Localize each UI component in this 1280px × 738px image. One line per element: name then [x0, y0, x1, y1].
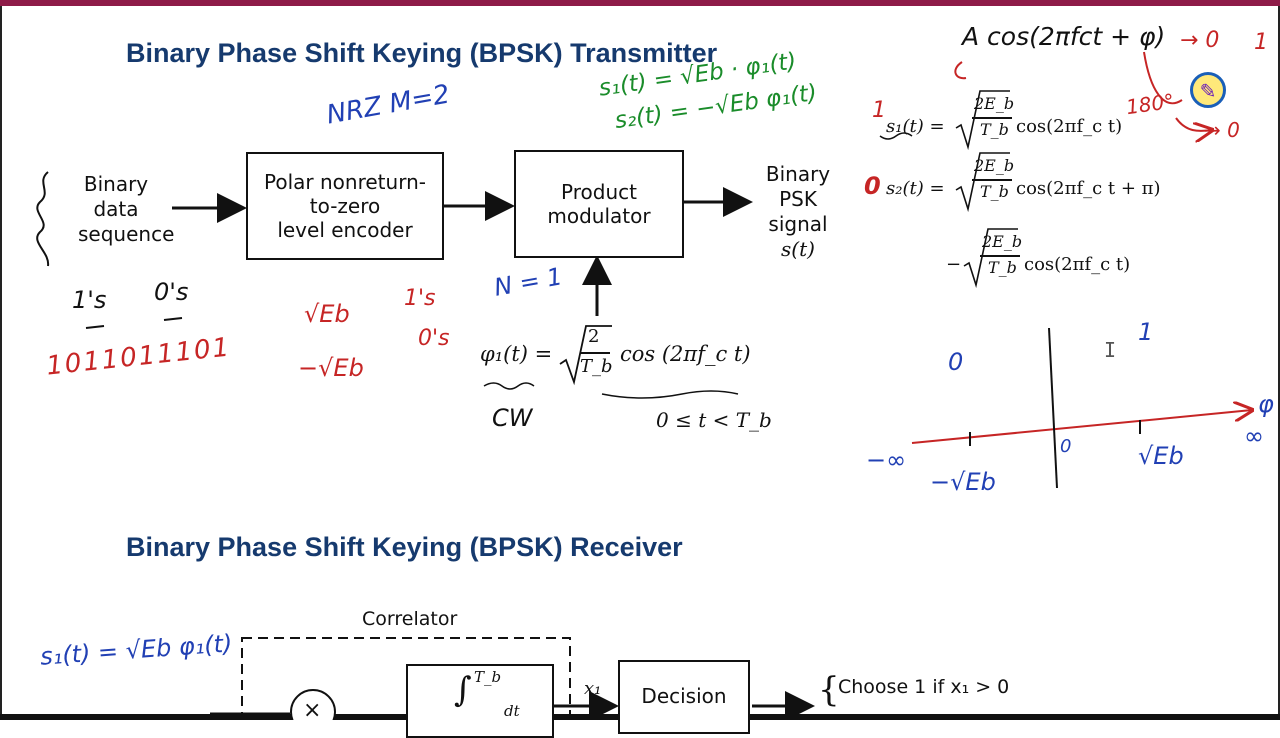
transmitter-title: Binary Phase Shift Keying (BPSK) Transmi… — [126, 38, 718, 68]
radical-s2-alt — [963, 228, 1018, 289]
s1-frac-num: 2E_b — [974, 94, 1015, 113]
integral-dt: dt — [504, 702, 520, 720]
basis-lhs: φ₁(t) = — [480, 342, 553, 366]
left-border — [0, 6, 2, 720]
s2-frac-num: 2E_b — [974, 156, 1015, 175]
annotation-zero-mark: 0 — [864, 172, 881, 200]
s2-alt-sign: − — [946, 254, 962, 275]
constellation-pos-inf: ∞ — [1244, 422, 1264, 450]
multiplier-circle — [290, 689, 336, 720]
basis-frac-den: T_b — [580, 356, 613, 377]
annotation-to-zero: → 0 — [1204, 118, 1240, 142]
input-label-line: data — [93, 197, 139, 221]
s2-frac-den: T_b — [980, 182, 1009, 201]
s2-alt-frac-num: 2E_b — [982, 232, 1023, 251]
correlator-dashed-box — [241, 637, 571, 720]
constellation-horizontal-axis — [911, 410, 1252, 444]
constellation-phi-axis: φ — [1258, 390, 1274, 418]
underline-cos — [601, 390, 739, 399]
output-symbol: s(t) — [781, 237, 815, 261]
annotation-red-zeros: 0's — [418, 326, 450, 351]
constellation-pos-point: √Eb — [1138, 442, 1184, 470]
input-label-line: sequence — [78, 222, 175, 246]
decision-label: Decision — [641, 684, 727, 708]
s1-frac-den: T_b — [980, 120, 1009, 139]
output-label: Binary PSK signal s(t) — [758, 162, 838, 262]
basis-range: 0 ≤ t < T_b — [656, 408, 772, 432]
s1-lhs: s₁(t) = — [886, 116, 945, 137]
annotation-carrier: A cos(2πfct + φ) — [962, 22, 1166, 51]
s2-alt-frac-den: T_b — [988, 258, 1017, 277]
text-cursor-icon: I — [1104, 338, 1117, 362]
integral-sign: ∫ — [454, 670, 472, 710]
s1-rhs: cos(2πf_c t) — [1016, 116, 1123, 137]
input-label-line: Binary — [83, 172, 149, 196]
choose-text: Choose 1 if x₁ > 0 — [838, 676, 1010, 698]
modulator-line: modulator — [547, 204, 651, 228]
top-accent-bar — [0, 0, 1280, 6]
annotation-one-top: 1 — [1254, 30, 1268, 55]
x1-label: x₁ — [584, 678, 602, 699]
receiver-title: Binary Phase Shift Keying (BPSK) Receive… — [126, 532, 683, 562]
basis-frac-num: 2 — [588, 326, 600, 347]
radical-s1 — [955, 90, 1010, 151]
radical-phi — [559, 325, 612, 386]
multiplier-symbol: × — [303, 698, 322, 723]
annotation-one-mark: 1 — [872, 98, 886, 123]
s2-lhs: s₂(t) = — [886, 178, 945, 199]
annotation-cw: CW — [492, 404, 533, 432]
underline-ones — [85, 325, 105, 329]
decision-block: Decision — [618, 660, 750, 734]
integral-upper: T_b — [474, 668, 502, 686]
constellation-vertical-axis — [1048, 327, 1058, 489]
red-arrow-up — [1143, 51, 1183, 105]
integrator-block: ∫ T_b dt — [406, 664, 554, 738]
product-modulator-block: Product modulator — [514, 150, 684, 258]
brace-stroke — [36, 171, 50, 267]
s2-alt-rhs: cos(2πf_c t) — [1024, 254, 1131, 275]
annotation-ones: 1's — [72, 286, 107, 314]
underline-s1 — [879, 132, 913, 140]
annotation-zeros: 0's — [154, 278, 189, 306]
correlator-label: Correlator — [362, 608, 458, 630]
output-label-line: Binary — [765, 162, 831, 186]
encoder-line: Polar nonreturn- — [264, 170, 426, 194]
underline-zeros — [163, 317, 183, 321]
s1-frac-bar — [972, 117, 1012, 119]
s2-alt-frac-bar — [980, 255, 1020, 257]
s2-frac-bar — [972, 179, 1012, 181]
nrz-encoder-block: Polar nonreturn- to-zero level encoder — [246, 152, 444, 260]
pen-cursor-icon: ✎ — [1190, 72, 1226, 108]
output-label-line: PSK — [779, 187, 817, 211]
red-arrow-to-zero — [1175, 117, 1212, 131]
constellation-neg-inf: −∞ — [866, 446, 907, 474]
encoder-line: level encoder — [277, 218, 413, 242]
basis-rhs: cos (2πf_c t) — [620, 342, 751, 366]
constellation-zero-label: 0 — [948, 348, 964, 376]
annotation-neg-sqrt-eb: −√Eb — [298, 354, 364, 382]
annotation-red-ones: 1's — [404, 286, 436, 311]
right-border — [1278, 6, 1280, 720]
s2-rhs: cos(2πf_c t + π) — [1016, 178, 1161, 199]
basis-frac-bar — [580, 352, 610, 354]
red-arc — [954, 61, 967, 80]
constellation-origin: 0 — [1060, 436, 1072, 457]
encoder-line: to-zero — [309, 194, 381, 218]
input-label: Binary data sequence — [78, 172, 175, 247]
output-label-line: signal — [768, 212, 828, 236]
constellation-one-label: 1 — [1138, 318, 1154, 346]
radical-s2 — [955, 152, 1010, 213]
constellation-neg-point: −√Eb — [930, 468, 996, 496]
modulator-line: Product — [561, 180, 637, 204]
diagram-lines — [36, 51, 1280, 720]
annotation-phase-zero: → 0 — [1180, 28, 1220, 53]
annotation-sqrt-eb: √Eb — [304, 300, 350, 328]
underline-phi — [483, 382, 535, 390]
choose-brace: { — [818, 670, 840, 710]
